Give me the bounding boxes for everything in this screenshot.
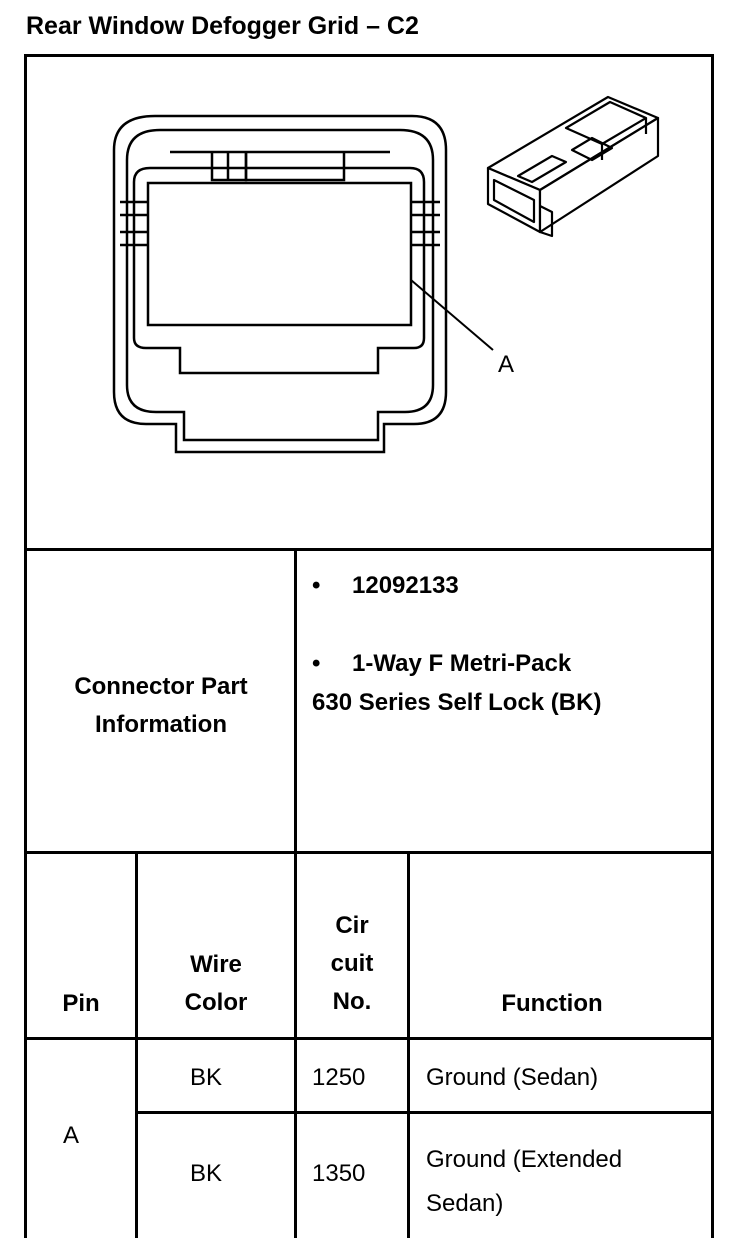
divider-row1-bottom <box>136 1111 714 1114</box>
connector-part-info-label: Connector Part Information <box>27 668 295 744</box>
header-wire-color-line1: Wire <box>190 951 242 978</box>
callout-label: A <box>498 351 514 378</box>
part-number: 12092133 <box>352 572 459 599</box>
divider-header-bottom <box>24 1037 714 1040</box>
page-title: Rear Window Defogger Grid – C2 <box>26 12 419 40</box>
row1-function: Ground (Sedan) <box>426 1064 599 1091</box>
row2-function-line1: Ground (Extended <box>426 1146 623 1173</box>
divider-info-bottom <box>24 851 714 854</box>
row2-function-line2: Sedan) <box>426 1190 504 1217</box>
connector-face-view-icon <box>112 114 494 454</box>
part-number-item: • 12092133 <box>312 572 459 600</box>
row2-wire-color: BK <box>190 1160 223 1187</box>
connector-description-line1: 1-Way F Metri-Pack <box>352 650 572 677</box>
connector-part-info-label-line1: Connector Part <box>74 673 248 700</box>
connector-diagram: A <box>112 95 660 454</box>
connector-isometric-icon <box>486 95 660 238</box>
divider-circuit-column <box>407 851 410 1238</box>
divider-pin-column <box>135 851 138 1238</box>
connector-part-info-label-line2: Information <box>95 711 227 738</box>
header-wire-color-line2: Color <box>184 989 248 1016</box>
divider-diagram-bottom <box>24 548 714 551</box>
row2-function: Ground (Extended Sedan) <box>426 1138 622 1226</box>
header-circuit-line3: No. <box>332 988 372 1015</box>
divider-wire-column <box>294 851 297 1238</box>
header-circuit-number: Cir cuit No. <box>297 907 407 1021</box>
bullet-icon: • <box>312 572 321 599</box>
divider-info-column <box>294 548 297 854</box>
row1-circuit: 1250 <box>312 1064 366 1091</box>
pin-cell: A <box>63 1122 80 1149</box>
header-function: Function <box>501 990 603 1017</box>
header-circuit-line1: Cir <box>335 912 369 939</box>
connector-table-frame <box>24 54 714 1238</box>
header-pin: Pin <box>62 990 100 1017</box>
connector-description-item: • 1-Way F Metri-Pack <box>312 650 571 678</box>
header-wire-color: Wire Color <box>138 946 294 1022</box>
row1-wire-color: BK <box>190 1064 223 1091</box>
header-circuit-line2: cuit <box>330 950 374 977</box>
row2-circuit: 1350 <box>312 1160 366 1187</box>
connector-description-line2: 630 Series Self Lock (BK) <box>312 689 602 716</box>
bullet-icon: • <box>312 650 321 677</box>
